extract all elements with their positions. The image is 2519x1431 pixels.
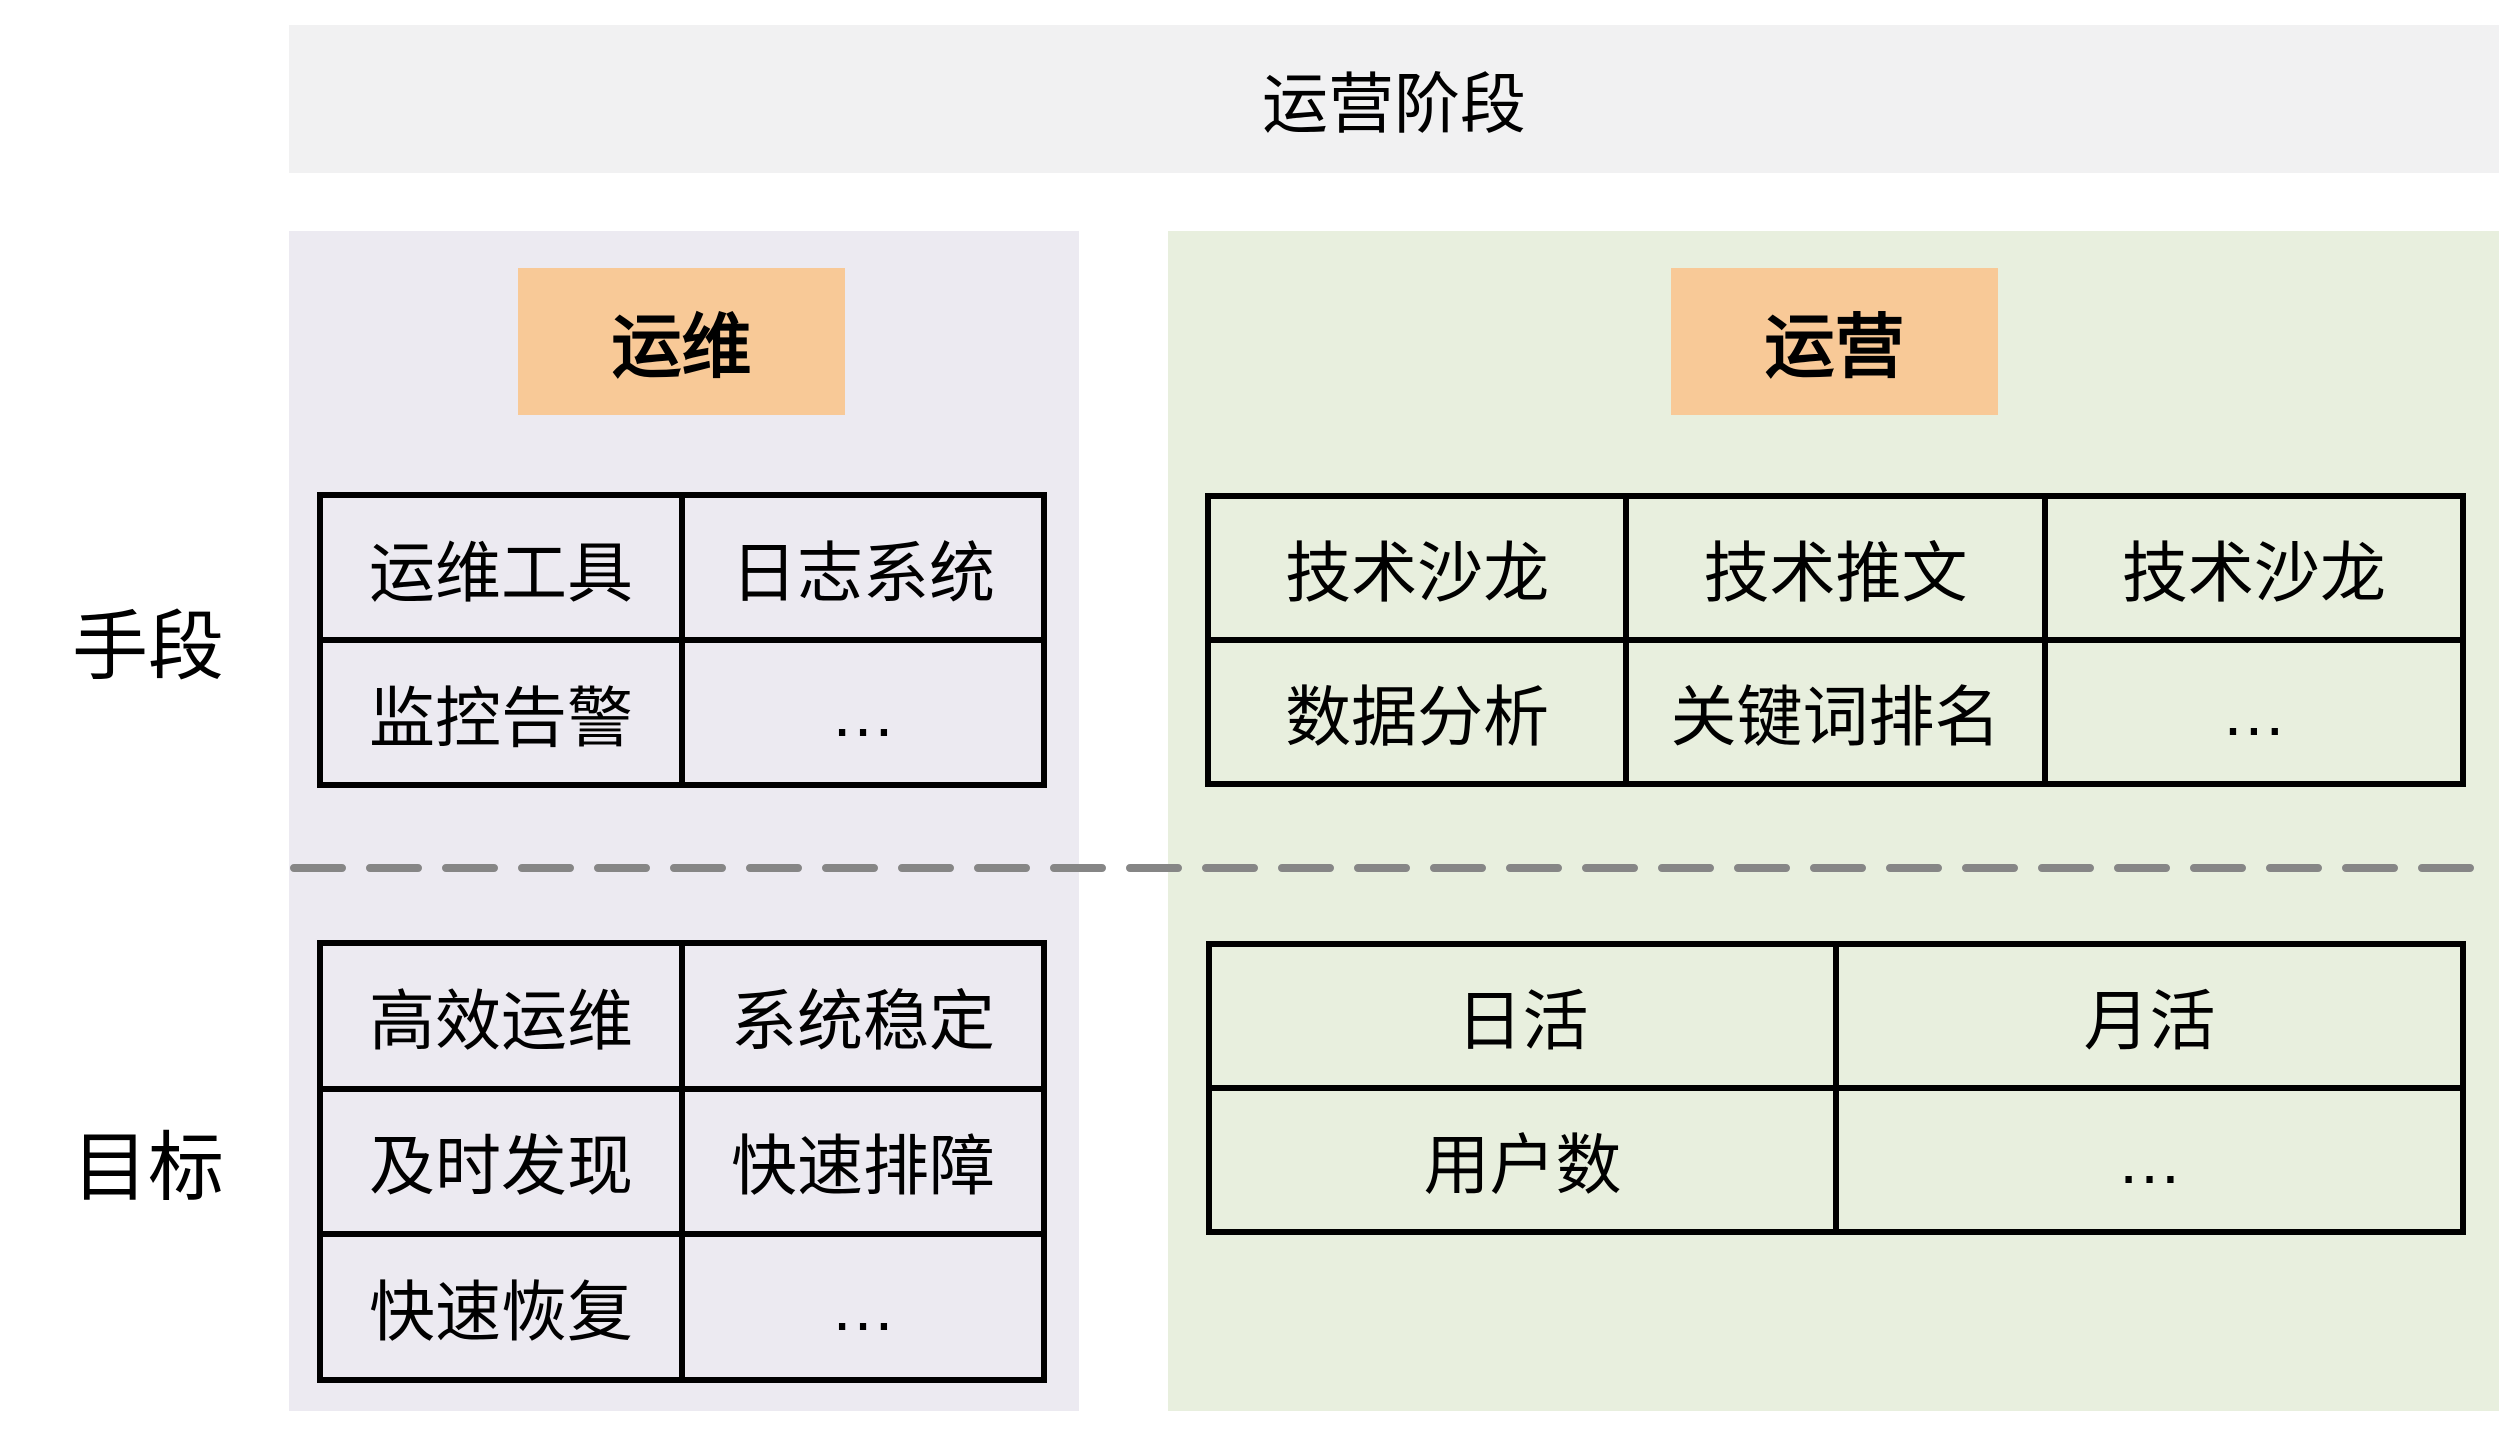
table-cell: … bbox=[685, 643, 1041, 782]
table-cell: 月活 bbox=[1839, 947, 2460, 1085]
phase-banner: 运营阶段 bbox=[289, 25, 2499, 173]
table-cell: 用户数 bbox=[1212, 1091, 1833, 1229]
table-cell: 快速恢复 bbox=[323, 1237, 679, 1377]
table-cell: … bbox=[2047, 643, 2460, 781]
means-goals-dashed-divider bbox=[290, 864, 2490, 872]
table-cell: 技术沙龙 bbox=[1211, 499, 1624, 637]
table-cell: 日志系统 bbox=[685, 498, 1041, 637]
table-cell: 日活 bbox=[1212, 947, 1833, 1085]
table-cell: 数据分析 bbox=[1211, 643, 1624, 781]
table-cell: 技术沙龙 bbox=[2047, 499, 2460, 637]
table-cell: 高效运维 bbox=[323, 946, 679, 1086]
yunwei-chip: 运维 bbox=[518, 268, 845, 415]
yunwei-chip-label: 运维 bbox=[611, 308, 752, 386]
table-cell: … bbox=[1839, 1091, 2460, 1229]
table-cell: 运维工具 bbox=[323, 498, 679, 637]
table-cell: … bbox=[685, 1237, 1041, 1377]
row-label-goals: 目标 bbox=[28, 1088, 268, 1234]
row-label-means-text: 手段 bbox=[72, 605, 224, 690]
table-cell: 快速排障 bbox=[685, 1091, 1041, 1232]
yunwei-goals-table: 高效运维系统稳定及时发现快速排障快速恢复… bbox=[317, 940, 1047, 1383]
table-cell: 技术推文 bbox=[1629, 499, 2042, 637]
row-label-goals-text: 目标 bbox=[72, 1126, 224, 1211]
yunying-chip: 运营 bbox=[1671, 268, 1998, 415]
yunwei-means-table: 运维工具日志系统监控告警… bbox=[317, 492, 1047, 788]
row-label-means: 手段 bbox=[28, 567, 268, 713]
yunying-means-table: 技术沙龙技术推文技术沙龙数据分析关键词排名… bbox=[1205, 493, 2466, 787]
yunying-goals-table: 日活月活用户数… bbox=[1206, 941, 2466, 1235]
table-cell: 及时发现 bbox=[323, 1091, 679, 1232]
phase-banner-title: 运营阶段 bbox=[1262, 67, 1526, 141]
table-cell: 系统稳定 bbox=[685, 946, 1041, 1086]
table-cell: 监控告警 bbox=[323, 643, 679, 782]
table-cell: 关键词排名 bbox=[1629, 643, 2042, 781]
yunying-chip-label: 运营 bbox=[1764, 308, 1905, 386]
